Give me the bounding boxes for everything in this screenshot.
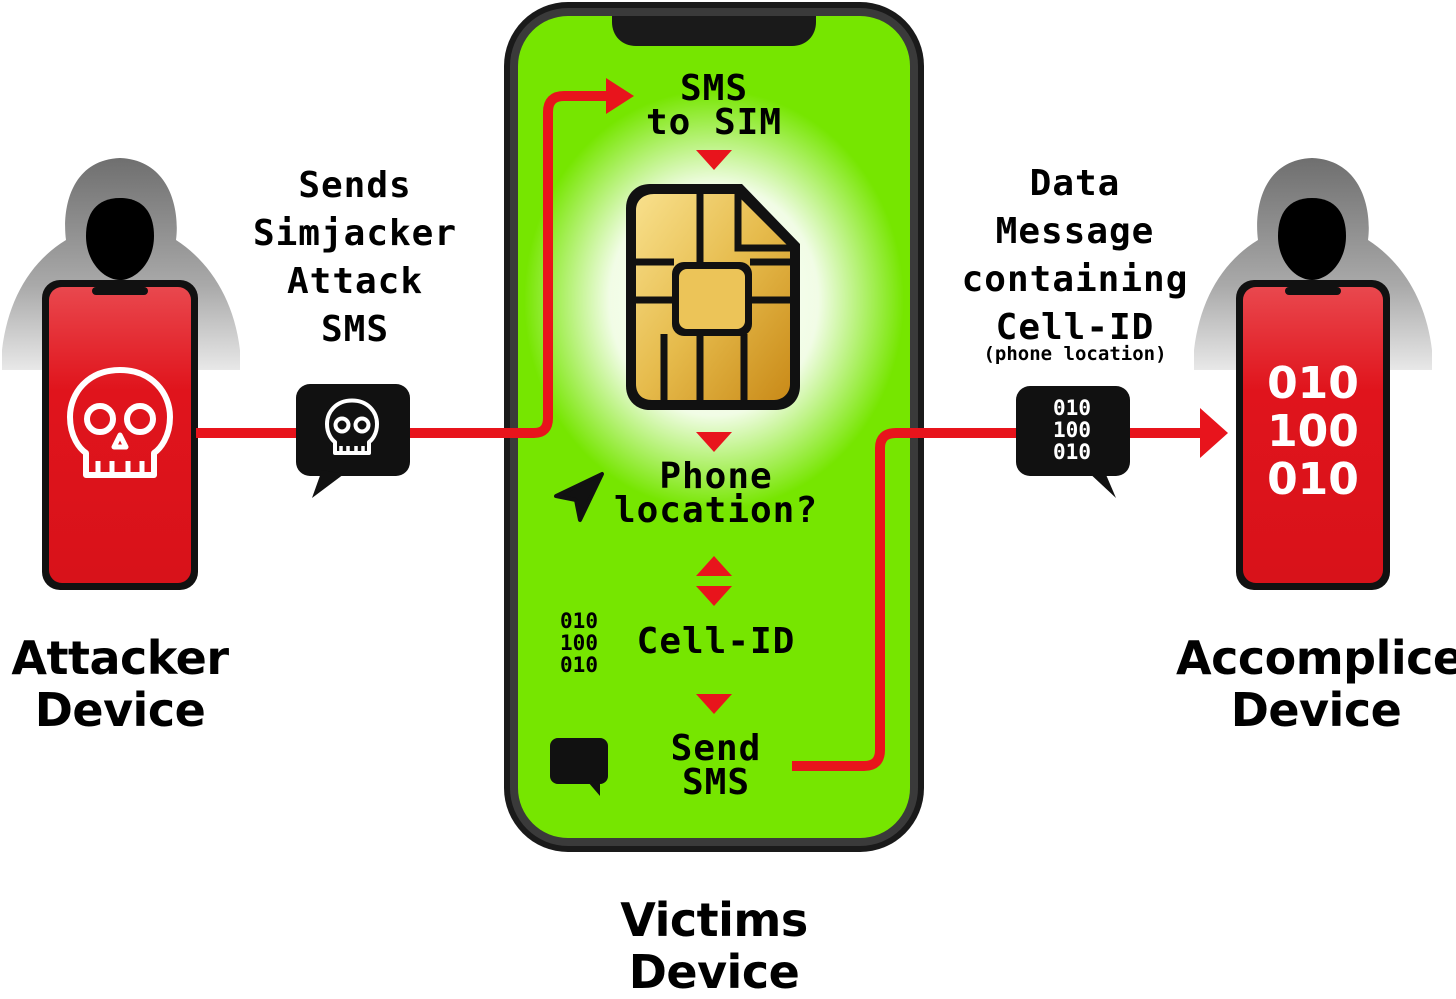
accomplice-label-line-1: Accomplice: [1176, 631, 1456, 685]
skull-icon: [67, 367, 173, 478]
arrow-down-1: [696, 150, 732, 170]
data-message-path: [792, 428, 1204, 771]
arrow-up-3: [696, 556, 732, 576]
arrow-down-4: [696, 694, 732, 714]
left-message-line-3: Attack: [286, 261, 424, 302]
bubble-skull-icon: [325, 398, 379, 455]
attacker-device-label: Attacker Device: [0, 632, 240, 736]
right-message-line-3: containing: [961, 259, 1189, 300]
location-arrow-icon: [554, 472, 604, 522]
accomplice-device-label: Accomplice Device: [1176, 632, 1456, 736]
right-message-line-1: Data: [1029, 163, 1121, 204]
accomplice-screen-binary: 010 100 010: [1243, 360, 1383, 504]
flow-arrows: [696, 150, 732, 714]
step-send-sms-line-1: Send: [670, 728, 762, 769]
data-bubble-binary: 010 100 010: [1030, 397, 1114, 463]
accomplice-phone: [1236, 280, 1390, 590]
bubble-binary-line-1: 010: [1053, 396, 1091, 420]
sim-card-icon: [626, 184, 800, 410]
right-message-line-2: Message: [995, 211, 1155, 252]
step-send-sms: Send SMS: [604, 728, 828, 803]
attack-sms-path: [196, 91, 612, 438]
attacker-label-line-2: Device: [34, 683, 206, 737]
accomplice-binary-line-2: 100: [1267, 406, 1359, 457]
attack-sms-arrowhead: [606, 78, 634, 114]
bubble-binary-line-2: 100: [1053, 418, 1091, 443]
victim-binary-line-2: 100: [560, 631, 598, 656]
victim-binary-line-1: 010: [560, 609, 598, 633]
attacker-label-line-1: Attacker: [11, 631, 229, 685]
step-cell-id: Cell-ID: [636, 621, 796, 662]
right-message-note: (phone location): [983, 343, 1167, 365]
left-message-line-4: SMS: [320, 309, 390, 350]
left-message-line-2: Simjacker: [252, 213, 458, 254]
victim-label-line-1: Victims: [620, 893, 808, 947]
data-message-bubble: [1016, 386, 1130, 498]
victim-screen-binary: 010 100 010: [548, 610, 610, 676]
step-sms-to-sim-line-1: SMS: [679, 68, 749, 109]
step-send-sms-line-2: SMS: [681, 762, 751, 803]
right-message-text: Data Message containing Cell-ID: [955, 160, 1195, 352]
step-phone-location: Phone location?: [604, 456, 828, 531]
victim-label-line-2: Device: [628, 945, 800, 999]
accomplice-binary-line-3: 010: [1267, 454, 1359, 505]
accomplice-binary-line-1: 010: [1267, 358, 1359, 409]
step-phone-location-line-1: Phone: [659, 456, 773, 497]
accomplice-label-line-2: Device: [1230, 683, 1402, 737]
left-message-line-1: Sends: [298, 165, 412, 206]
step-sms-to-sim-line-2: to SIM: [645, 102, 783, 143]
step-sms-to-sim: SMS to SIM: [604, 68, 824, 143]
victim-binary-line-3: 010: [560, 653, 598, 678]
bubble-binary-line-3: 010: [1053, 440, 1091, 465]
right-message-line-4: Cell-ID: [995, 307, 1155, 348]
chat-bubble-icon: [550, 738, 608, 796]
data-message-arrowhead: [1200, 408, 1228, 458]
attack-sms-bubble: [296, 384, 410, 498]
victim-device-label: Victims Device: [594, 894, 834, 998]
left-message-text: Sends Simjacker Attack SMS: [240, 162, 470, 354]
arrow-down-2: [696, 432, 732, 452]
step-phone-location-line-2: location?: [613, 490, 819, 531]
arrow-down-3: [696, 586, 732, 606]
